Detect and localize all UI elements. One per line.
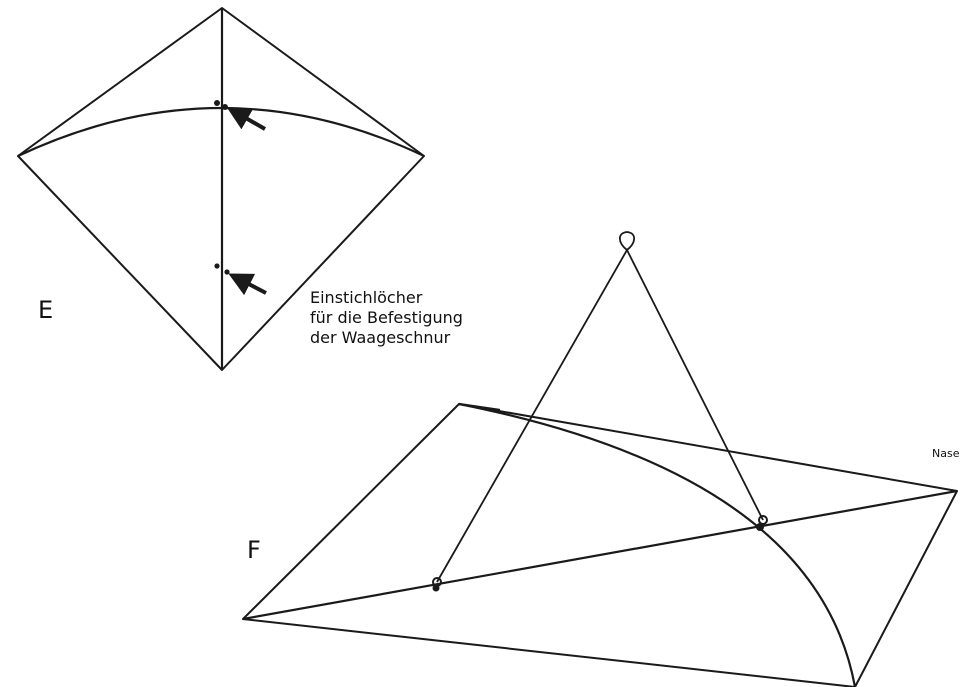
kite-e-hole-upper-right [222, 104, 228, 110]
arrow-upper-icon [226, 107, 266, 131]
kite-e-hole-lower-left [214, 263, 220, 269]
figure-e-label: E [38, 296, 53, 324]
bridle-knot-right [758, 515, 768, 525]
kite-e-bowed-cross-spar [17, 107, 425, 157]
bridle-knot-right-fixing [756, 523, 764, 531]
bridle-towing-loop [618, 231, 636, 251]
annotation-line-1: Einstichlöcher [310, 288, 423, 307]
kite-f-spine [242, 489, 958, 621]
bridle-knot-left-fixing [432, 584, 440, 592]
kite-e-hole-lower-right [224, 269, 230, 275]
bridle-line-left [436, 249, 628, 583]
bridle-line-right [626, 249, 764, 521]
kite-e-hole-upper-left [214, 100, 220, 106]
annotation-line-2: für die Befestigung [310, 308, 463, 327]
figure-e-kite [17, 7, 425, 371]
nose-label: Nase [932, 447, 960, 460]
figure-f-kite [242, 231, 958, 687]
kite-f-bowed-spar [458, 402, 857, 687]
annotation-line-3: der Waageschnur [310, 328, 451, 347]
figure-f-label: F [247, 536, 261, 564]
arrow-lower-icon [228, 273, 267, 296]
kite-f-sail [242, 403, 958, 687]
